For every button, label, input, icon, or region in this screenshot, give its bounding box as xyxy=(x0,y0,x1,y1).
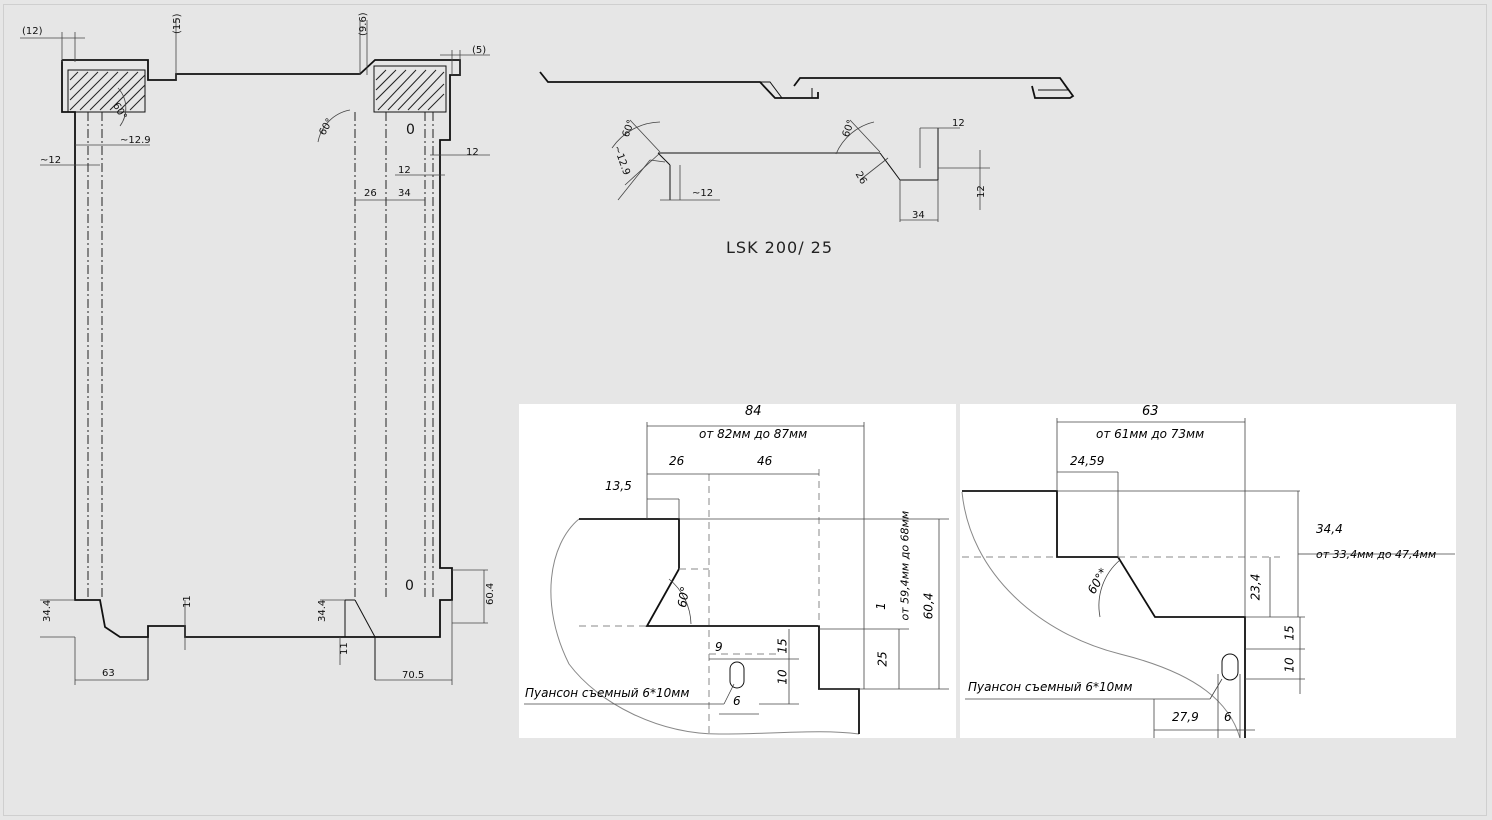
dim-63: 63 xyxy=(102,668,115,679)
detail-right-dim-34-4: 34,4 xyxy=(1316,522,1343,536)
detail-left-note: Пуансон съемный 6*10мм xyxy=(525,686,690,700)
sheet-frame xyxy=(3,4,1487,816)
detail-right-dim-63: 63 xyxy=(1142,404,1159,419)
hatching-left xyxy=(69,71,146,111)
detail-right-dim-23-4: 23,4 xyxy=(1248,573,1263,601)
detail-right-dim-24-59: 24,59 xyxy=(1070,454,1105,468)
left-section-drawing: (12) (15) (9.6) (5) 60° 60° ~12.9 ~12 0 … xyxy=(20,12,496,685)
left-dimension-texts: (12) (15) (9.6) (5) 60° 60° ~12.9 ~12 0 … xyxy=(22,12,496,681)
hatching-right xyxy=(375,69,445,111)
dim-34-4-mid: 34.4 xyxy=(317,600,328,622)
dim-12-paren: (12) xyxy=(22,26,43,37)
dim-zero-bottom: 0 xyxy=(405,578,414,594)
left-outline xyxy=(61,59,461,680)
detail-right-dim-10: 10 xyxy=(1282,657,1297,673)
detail-right-dim-63-range: от 61мм до 73мм xyxy=(1096,427,1205,441)
dim-9-6-paren: (9.6) xyxy=(358,12,369,36)
profile-outline xyxy=(539,71,1075,99)
dim-11-mid: 11 xyxy=(339,642,350,655)
detail-left-dim-26: 26 xyxy=(669,454,685,468)
detail-left-dim-6: 6 xyxy=(733,694,741,708)
dim-12-a: 12 xyxy=(398,165,411,176)
profile-detail xyxy=(611,119,990,222)
detail-left-dim-1: 1 xyxy=(873,602,888,610)
profile-drawing: 60° ~12.9 ~12 60° 12 26 34 12 xyxy=(539,71,1075,222)
dim-60-4: 60.4 xyxy=(485,583,496,605)
profile-dim-60-b: 60° xyxy=(841,118,857,138)
dim-5-paren: (5) xyxy=(472,45,486,56)
detail-left-dim-84: 84 xyxy=(745,404,762,419)
detail-left-dim-9: 9 xyxy=(715,640,723,654)
left-centerlines xyxy=(87,112,434,600)
profile-dim-12-9: ~12.9 xyxy=(611,144,632,177)
dim-15-paren: (15) xyxy=(172,13,183,34)
detail-left-dim-13-5: 13,5 xyxy=(605,479,632,493)
profile-title: LSK 200/ 25 xyxy=(726,238,834,257)
detail-left-drawing xyxy=(524,422,949,738)
profile-dim-12-right: 12 xyxy=(976,185,987,198)
detail-right-dim-15: 15 xyxy=(1282,625,1297,641)
profile-dim-34: 34 xyxy=(912,210,925,221)
profile-dimension-texts: 60° ~12.9 ~12 60° 12 26 34 12 xyxy=(611,118,987,221)
detail-left-dim-10: 10 xyxy=(775,669,790,685)
detail-right-note: Пуансон съемный 6*10мм xyxy=(968,680,1133,694)
dim-26: 26 xyxy=(364,188,377,199)
dim-34: 34 xyxy=(398,188,411,199)
profile-dim-12-top: 12 xyxy=(952,118,965,129)
detail-right-dim-34-4-range: от 33,4мм до 47,4мм xyxy=(1316,548,1437,561)
detail-right-dim-6: 6 xyxy=(1224,710,1232,724)
profile-dim-12-approx: ~12 xyxy=(692,188,713,199)
detail-panel-left: 84 от 82мм до 87мм 26 46 13,5 60° 9 15 1… xyxy=(519,404,956,738)
dim-zero-top: 0 xyxy=(406,122,415,138)
left-dimension-lines xyxy=(20,18,490,685)
detail-left-dim-84-range: от 82мм до 87мм xyxy=(699,427,808,441)
detail-left-dim-60-4-range: от 59,4мм до 68мм xyxy=(898,510,912,621)
detail-right-dim-27-9: 27,9 xyxy=(1172,710,1199,724)
detail-panel-right: 63 от 61мм до 73мм 24,59 34,4 от 33,4мм … xyxy=(960,404,1456,739)
dim-34-4-left: 34.4 xyxy=(42,600,53,622)
dim-11-left: 11 xyxy=(182,595,193,608)
detail-left-dim-25: 25 xyxy=(875,651,890,667)
profile-dim-26: 26 xyxy=(853,170,869,187)
dim-60-right: 60° xyxy=(317,117,335,138)
detail-right-drawing xyxy=(961,418,1455,739)
dim-12-approx: ~12 xyxy=(40,155,61,166)
dim-12-b: 12 xyxy=(466,147,479,158)
detail-left-dim-46: 46 xyxy=(757,454,773,468)
dim-12-9: ~12.9 xyxy=(120,135,151,146)
dim-70-5: 70.5 xyxy=(402,670,424,681)
profile-dim-60-a: 60° xyxy=(621,118,637,138)
detail-left-dim-15: 15 xyxy=(775,638,790,654)
detail-left-dim-60-4: 60,4 xyxy=(921,592,936,620)
